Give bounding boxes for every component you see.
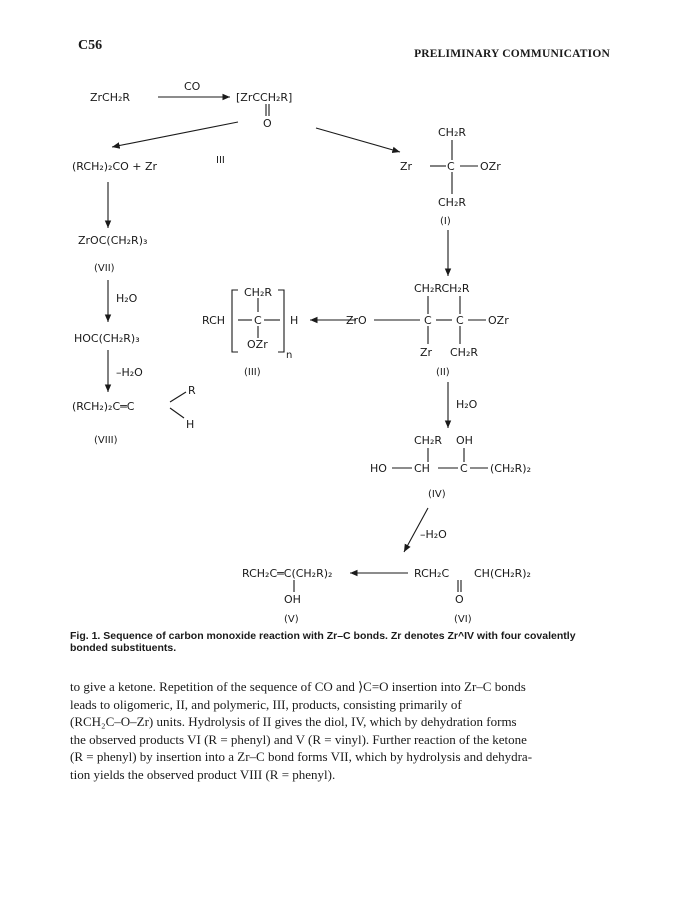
iv-ch: CH xyxy=(414,462,430,475)
body-line: (R = phenyl) by insertion into a Zr–C bo… xyxy=(70,749,533,764)
running-header: PRELIMINARY COMMUNICATION xyxy=(414,48,610,60)
ii-top: CH₂RCH₂R xyxy=(414,282,470,295)
body-line: the observed products VI (R = phenyl) an… xyxy=(70,731,527,747)
minus-h2o-left: –H₂O xyxy=(116,366,143,379)
body-line: to give a ketone. Repetition of the sequ… xyxy=(70,679,526,694)
page-number: C56 xyxy=(78,38,103,53)
ii-c1: C xyxy=(424,314,432,327)
viii-label: (VIII) xyxy=(94,435,118,446)
iii-c: C xyxy=(254,314,262,327)
i-label: (I) xyxy=(440,216,451,227)
arrow-to-i xyxy=(315,127,401,154)
iii-label: (III) xyxy=(244,367,261,378)
vii-formula: ZrOC(CH₂R)₃ xyxy=(78,234,147,247)
iii-ozr: OZr xyxy=(247,338,268,351)
iii-h: H xyxy=(290,314,298,327)
body-line: (RCH₂C–O–Zr) units. Hydrolysis of II giv… xyxy=(70,714,517,729)
i-left: Zr xyxy=(400,160,413,173)
i-bottom: CH₂R xyxy=(438,196,466,209)
acyl-intermediate: [ZrCCH₂R] xyxy=(236,91,292,104)
ii-bottom-right: CH₂R xyxy=(450,346,478,359)
iv-top-left: CH₂R xyxy=(414,434,442,447)
body-paragraph: to give a ketone. Repetition of the sequ… xyxy=(70,678,615,783)
body-line: tion yields the observed product VIII (R… xyxy=(70,766,336,782)
top-reactant: ZrCH₂R xyxy=(90,91,130,104)
iv-c: C xyxy=(460,462,468,475)
figure-caption: Fig. 1. Sequence of carbon monoxide reac… xyxy=(70,630,576,654)
ii-bottom-left: Zr xyxy=(420,346,433,359)
vi-label: (VI) xyxy=(454,614,472,625)
body-line: leads to oligomeric, II, and polymeric, … xyxy=(70,696,462,712)
arrow-iv-to-vi xyxy=(403,507,429,553)
vi-oxygen: O xyxy=(455,593,464,606)
acyl-oxygen: O xyxy=(263,117,272,130)
arrow-to-ketone xyxy=(111,121,239,149)
iv-right: (CH₂R)₂ xyxy=(490,462,531,475)
i-right: OZr xyxy=(480,160,501,173)
ii-label: (II) xyxy=(436,367,450,378)
ii-c2: C xyxy=(456,314,464,327)
hoc-formula: HOC(CH₂R)₃ xyxy=(74,332,140,345)
v-label: (V) xyxy=(284,614,299,625)
iv-label: (IV) xyxy=(428,489,446,500)
iii-ch2r: CH₂R xyxy=(244,286,272,299)
vii-label: (VII) xyxy=(94,263,115,274)
i-top: CH₂R xyxy=(438,126,466,139)
iv-ho: HO xyxy=(370,462,387,475)
v-oh: OH xyxy=(284,593,301,606)
i-center: C xyxy=(447,160,455,173)
iii-rch: RCH xyxy=(202,314,225,327)
iii-n: n xyxy=(286,350,292,361)
iv-top-right: OH xyxy=(456,434,473,447)
v-formula: RCH₂C═C(CH₂R)₂ xyxy=(242,567,332,580)
viii-formula: (RCH₂)₂C═C xyxy=(72,400,135,413)
h2o-reagent-right: H₂O xyxy=(456,398,478,411)
co-reagent: CO xyxy=(184,80,201,93)
viii-r: R xyxy=(188,384,196,397)
vi-right: CH(CH₂R)₂ xyxy=(474,567,531,580)
ii-right: OZr xyxy=(488,314,509,327)
zr-oxidation-state: III xyxy=(216,155,225,166)
h2o-reagent-left: H₂O xyxy=(116,292,138,305)
viii-h: H xyxy=(186,418,194,431)
ketone-plus-zr: (RCH₂)₂CO + Zr xyxy=(72,160,158,173)
minus-h2o-right: –H₂O xyxy=(420,528,447,541)
vi-formula: RCH₂C xyxy=(414,567,449,580)
ii-left: ZrO xyxy=(346,314,367,327)
